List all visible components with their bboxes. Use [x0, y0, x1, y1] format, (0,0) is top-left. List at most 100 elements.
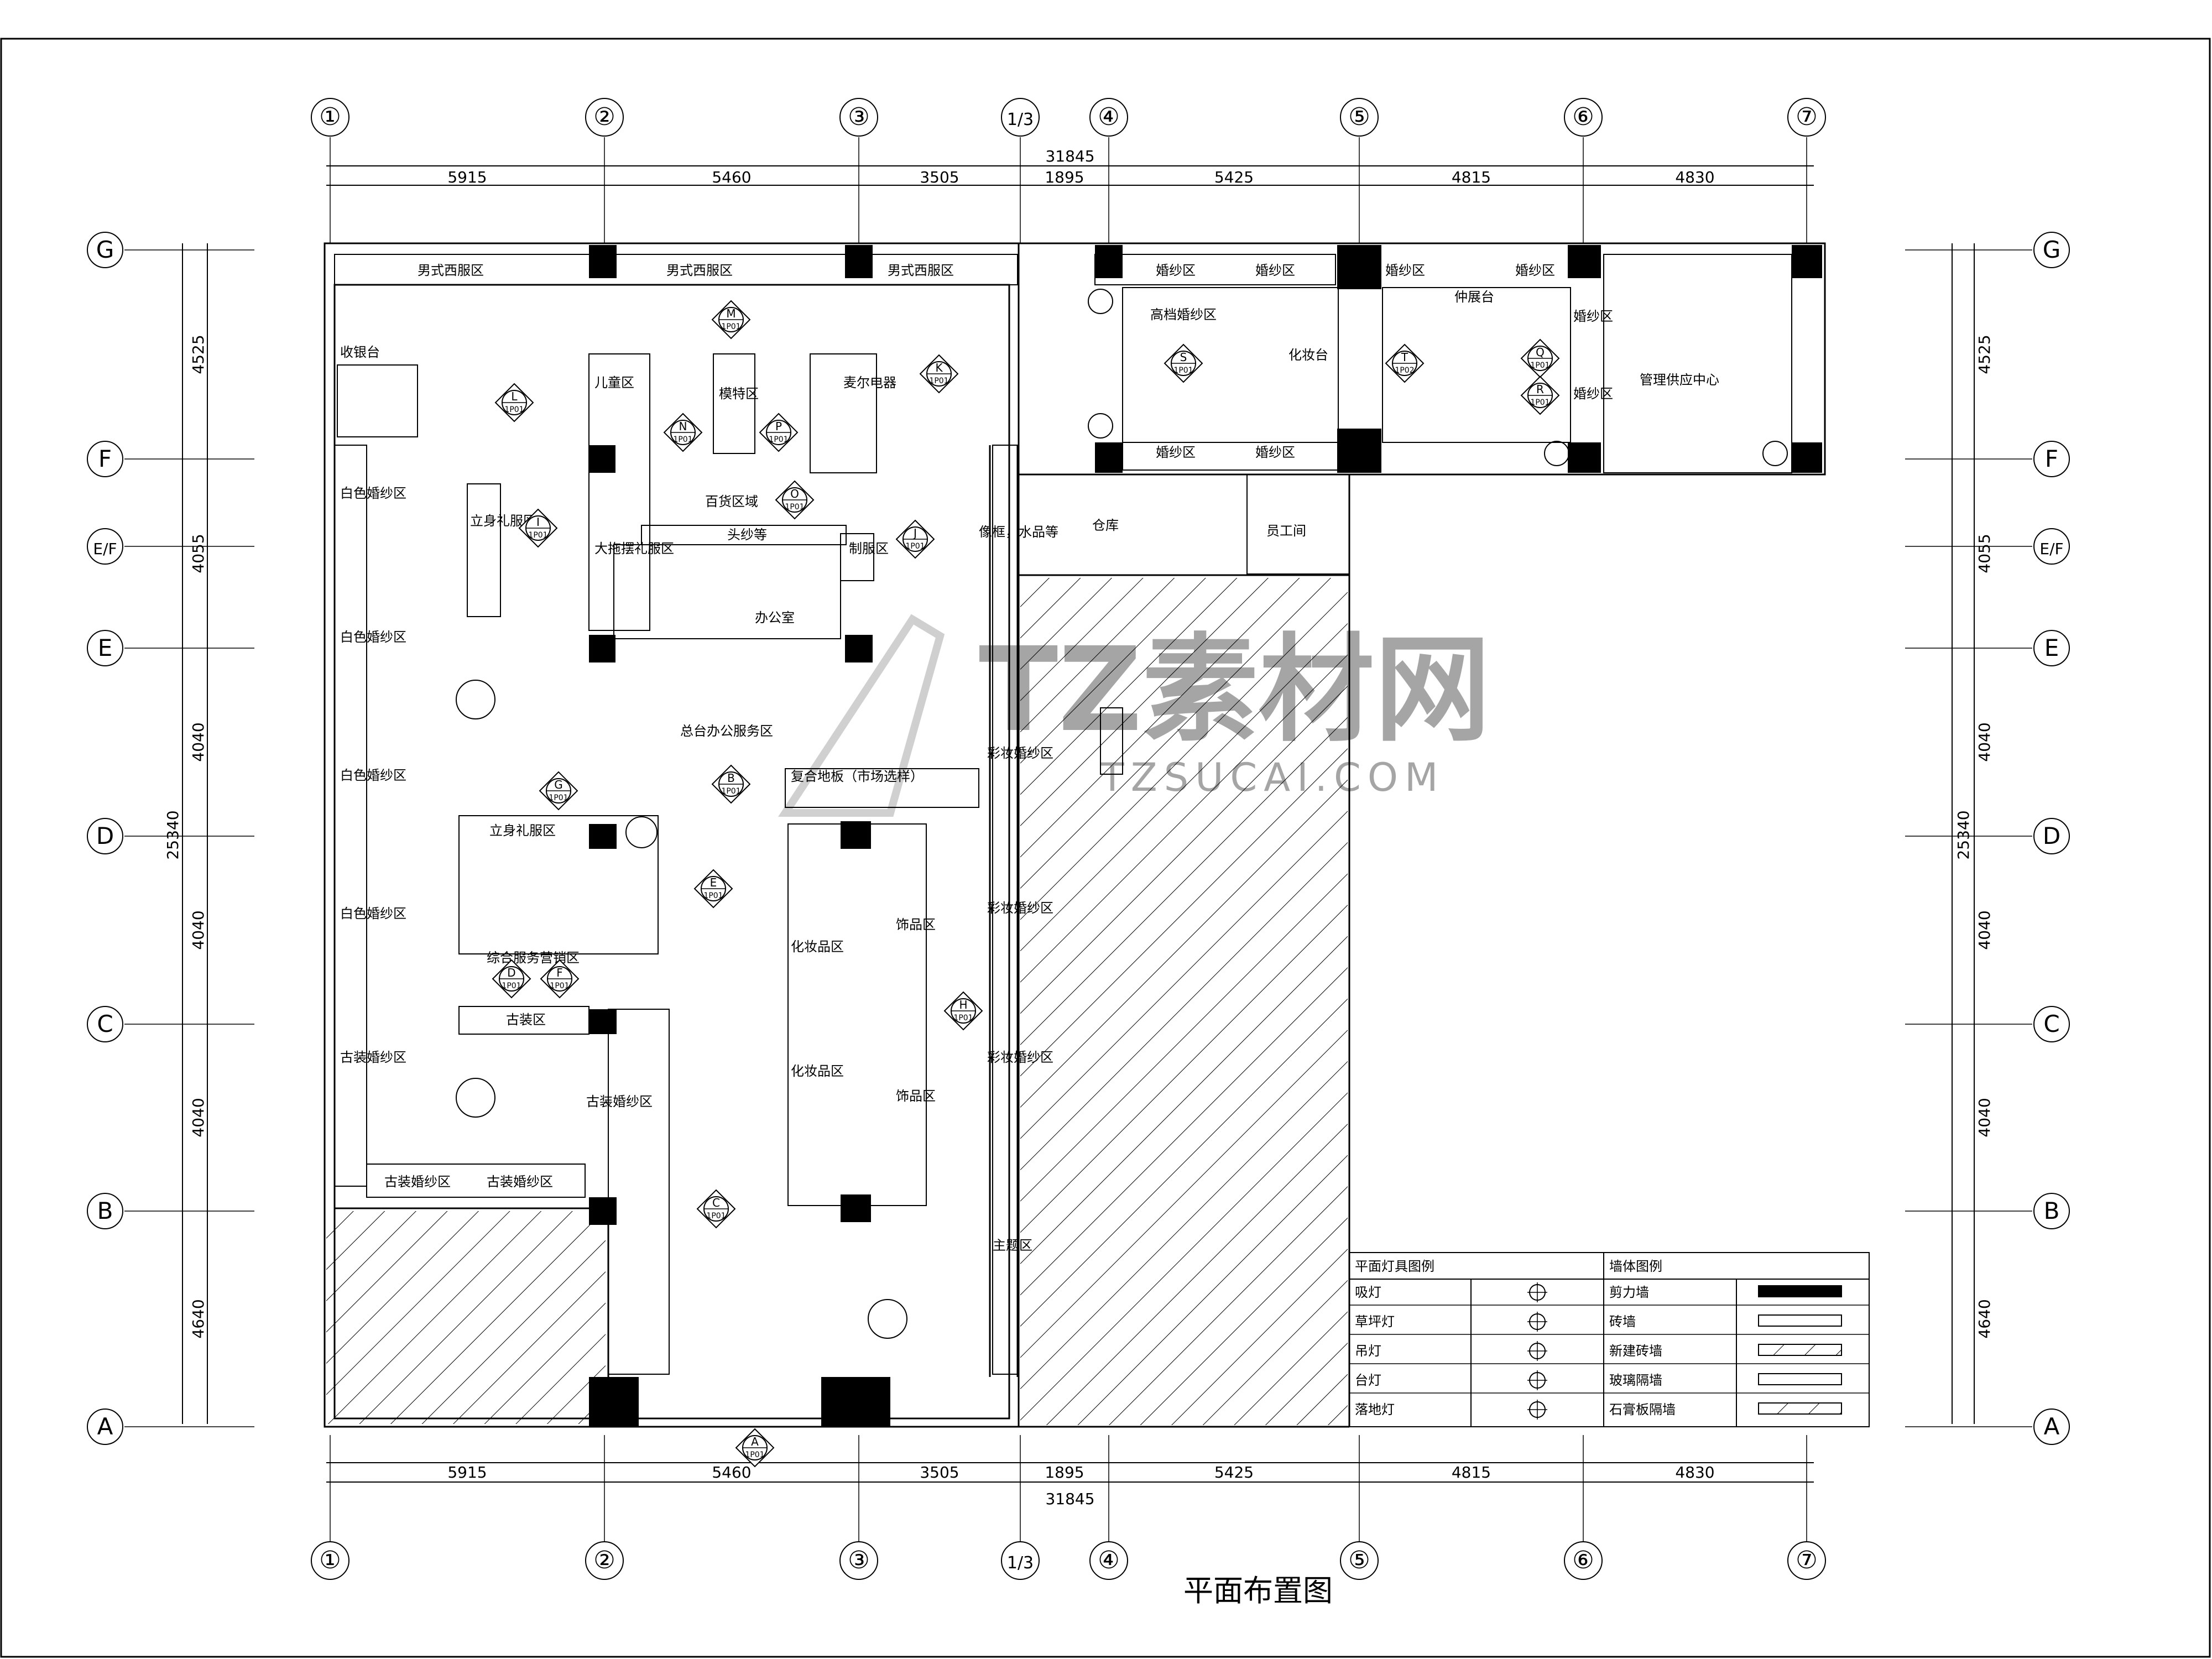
grid-column-label: ⑤ — [1348, 103, 1370, 131]
grid-column-bubble: ① — [311, 1435, 349, 1580]
hatched-area-sw — [326, 1211, 606, 1424]
legend-wall-label: 新建砖墙 — [1609, 1343, 1662, 1359]
grid-column-label: ⑦ — [1796, 103, 1817, 131]
view-marker-ref: 1P01 — [504, 405, 524, 414]
grid-column-bubble: 1/3 — [1001, 1435, 1040, 1580]
grid-row-bubble: C — [87, 1006, 254, 1042]
legend-light-label: 吸灯 — [1355, 1285, 1381, 1300]
dim-segment-label: 1895 — [1045, 1463, 1084, 1481]
grid-column-label: ⑦ — [1796, 1546, 1817, 1574]
view-marker-ref: 1P01 — [1173, 366, 1193, 375]
grid-column-label: ④ — [1098, 1546, 1119, 1574]
legend: 平面灯具图例 墙体图例 吸灯剪力墙草坪灯砖墙吊灯新建砖墙台灯玻璃隔墙落地灯石膏板… — [1349, 1252, 1870, 1427]
grid-row-bubble: F — [1905, 441, 2070, 477]
view-marker-ref: 1P01 — [706, 1212, 726, 1220]
view-marker-letter: J — [912, 526, 917, 540]
grid-row-label: E — [2044, 634, 2059, 661]
room-wedding-3: 婚纱区 — [1385, 263, 1425, 278]
legend-light-label: 吊灯 — [1355, 1343, 1381, 1359]
dim-segment-label: 4040 — [1975, 722, 1994, 761]
dim-total-left: 25340 — [164, 810, 182, 859]
dim-segment-label: 4815 — [1452, 168, 1491, 186]
room-mens-suit-3: 男式西服区 — [888, 263, 954, 278]
grid-row-bubble: B — [1905, 1193, 2070, 1229]
room-office: 办公室 — [755, 610, 795, 625]
grid-row-bubble: F — [87, 441, 254, 477]
grid-column-bubble: ④ — [1089, 98, 1128, 243]
grid-column-label: ③ — [848, 1546, 869, 1574]
dim-segment-label: 4525 — [1975, 335, 1994, 374]
room-wedding-v2: 婚纱区 — [1573, 386, 1613, 401]
furniture — [334, 254, 1792, 1375]
grid-row-label: E/F — [93, 540, 117, 558]
grid-row-bubble: D — [1905, 818, 2070, 854]
grid-column-bubble: ⑥ — [1564, 98, 1603, 243]
dim-segment-label: 4040 — [1975, 1098, 1994, 1137]
legend-wall-label: 砖墙 — [1609, 1314, 1636, 1329]
view-marker-ref: 1P01 — [549, 794, 568, 802]
legend-wall-swatch — [1758, 1344, 1842, 1356]
grid-column-bubble: ⑦ — [1787, 98, 1826, 243]
legend-light-label: 草坪灯 — [1355, 1314, 1395, 1329]
view-marker: G 1P01 — [539, 771, 578, 811]
room-mens-suit-2: 男式西服区 — [666, 263, 733, 278]
grid-column-label: 1/3 — [1007, 1553, 1034, 1573]
view-marker-letter: Q — [1536, 346, 1545, 359]
grid-column-bubble: ⑥ — [1564, 1435, 1603, 1580]
grid-column-bubble: ⑤ — [1340, 1435, 1379, 1580]
room-dressing: 化妆台 — [1288, 347, 1328, 363]
dim-total-bottom: 31845 — [1045, 1490, 1094, 1508]
dim-segment-label: 5915 — [447, 1463, 487, 1481]
room-children: 儿童区 — [594, 375, 634, 390]
room-jewelry-1: 饰品区 — [896, 917, 936, 932]
grid-row-bubble: B — [87, 1193, 254, 1229]
view-marker-letter: G — [554, 778, 563, 791]
round-tables — [456, 289, 1788, 1339]
room-general-merch: 百货区域 — [705, 494, 758, 509]
legend-light-label: 台灯 — [1355, 1373, 1381, 1388]
view-marker: C 1P01 — [696, 1189, 736, 1229]
room-mens-suit-1: 男式西服区 — [418, 263, 484, 278]
grid-column-bubble: ⑤ — [1340, 98, 1379, 243]
room-photo-frame: 像框，水品等 — [979, 524, 1058, 540]
room-display: 仲展台 — [1454, 289, 1494, 305]
room-white-4: 白色婚纱区 — [340, 906, 406, 921]
grid-row-bubble: D — [87, 818, 254, 854]
room-white-1: 白色婚纱区 — [340, 486, 406, 501]
grid-row-bubble: E/F — [1905, 528, 2070, 565]
dim-segment-label: 5425 — [1214, 1463, 1254, 1481]
view-marker-ref: 1P01 — [721, 787, 740, 796]
view-marker-letter: C — [712, 1196, 720, 1209]
room-electrical: 麦尔电器 — [843, 375, 896, 390]
grid-row-bubble: E/F — [87, 528, 254, 565]
view-marker-ref: 1P01 — [1530, 398, 1550, 407]
view-marker-ref: 1P01 — [953, 1014, 973, 1022]
view-marker-letter: E — [710, 876, 717, 889]
grid-column-label: ⑤ — [1348, 1546, 1370, 1574]
grid-row-bubble: A — [1905, 1408, 2070, 1445]
view-marker-letter: I — [536, 515, 540, 529]
grid-row-label: A — [2044, 1413, 2060, 1440]
legend-light-label: 落地灯 — [1355, 1402, 1395, 1417]
legend-wall-label: 剪力墙 — [1609, 1285, 1649, 1300]
dimension-top — [182, 165, 1975, 1483]
grid-row-label: G — [96, 236, 114, 263]
grid-row-bubble: E — [87, 630, 254, 666]
dim-segment-label: 4640 — [189, 1299, 207, 1338]
grid-row-label: F — [98, 445, 112, 472]
grid-row-bubble: G — [1905, 232, 2070, 268]
grid-row-label: D — [96, 822, 114, 849]
grid-row-bubble: E — [1905, 630, 2070, 666]
room-wedding-1: 婚纱区 — [1156, 263, 1196, 278]
